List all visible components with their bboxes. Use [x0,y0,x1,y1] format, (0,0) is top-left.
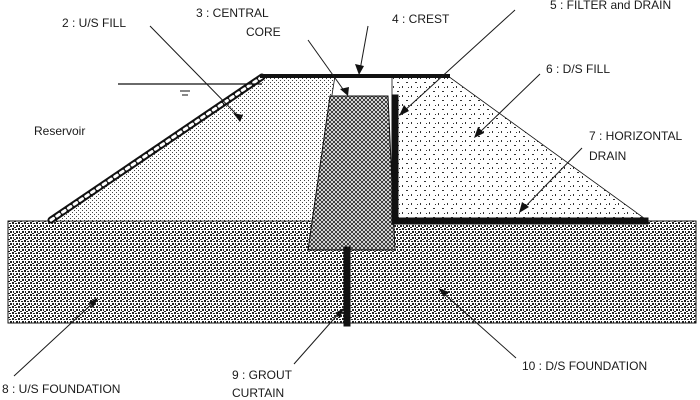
label-ds-fill: 6 : D/S FILL [546,62,610,76]
leader-horizontal-drain [519,147,583,213]
central-core [307,95,396,251]
label-us-foundation: 8 : U/S FOUNDATION [2,382,120,396]
riprap-slope-pattern [49,75,264,222]
upstream-fill [46,75,336,222]
label-grout-curtain-line2: CURTAIN [232,386,284,400]
label-central-core-line1: 3 : CENTRAL [196,6,269,20]
leader-filter-drain [399,9,516,116]
label-grout-curtain-line1: 9 : GROUT [232,368,293,382]
label-reservoir: Reservoir [34,124,85,138]
filter-and-drain [391,94,649,225]
leader-us-foundation [13,298,98,377]
leader-us-fill [149,25,243,122]
label-horizontal-drain-line2: DRAIN [589,149,626,163]
label-us-fill: 2 : U/S FILL [62,16,126,30]
label-filter-drain: 5 : FILTER and DRAIN [550,0,671,12]
leader-central-core [307,39,349,96]
leader-ds-fill [474,73,541,138]
label-central-core-line2: CORE [246,25,281,39]
label-crest: 4 : CREST [392,12,450,26]
leader-crest [355,25,369,75]
label-ds-foundation: 10 : D/S FOUNDATION [522,359,647,373]
leader-ds-foundation [438,288,517,359]
label-horizontal-drain-line1: 7 : HORIZONTAL [589,129,682,143]
leader-grout-curtain [293,308,344,365]
